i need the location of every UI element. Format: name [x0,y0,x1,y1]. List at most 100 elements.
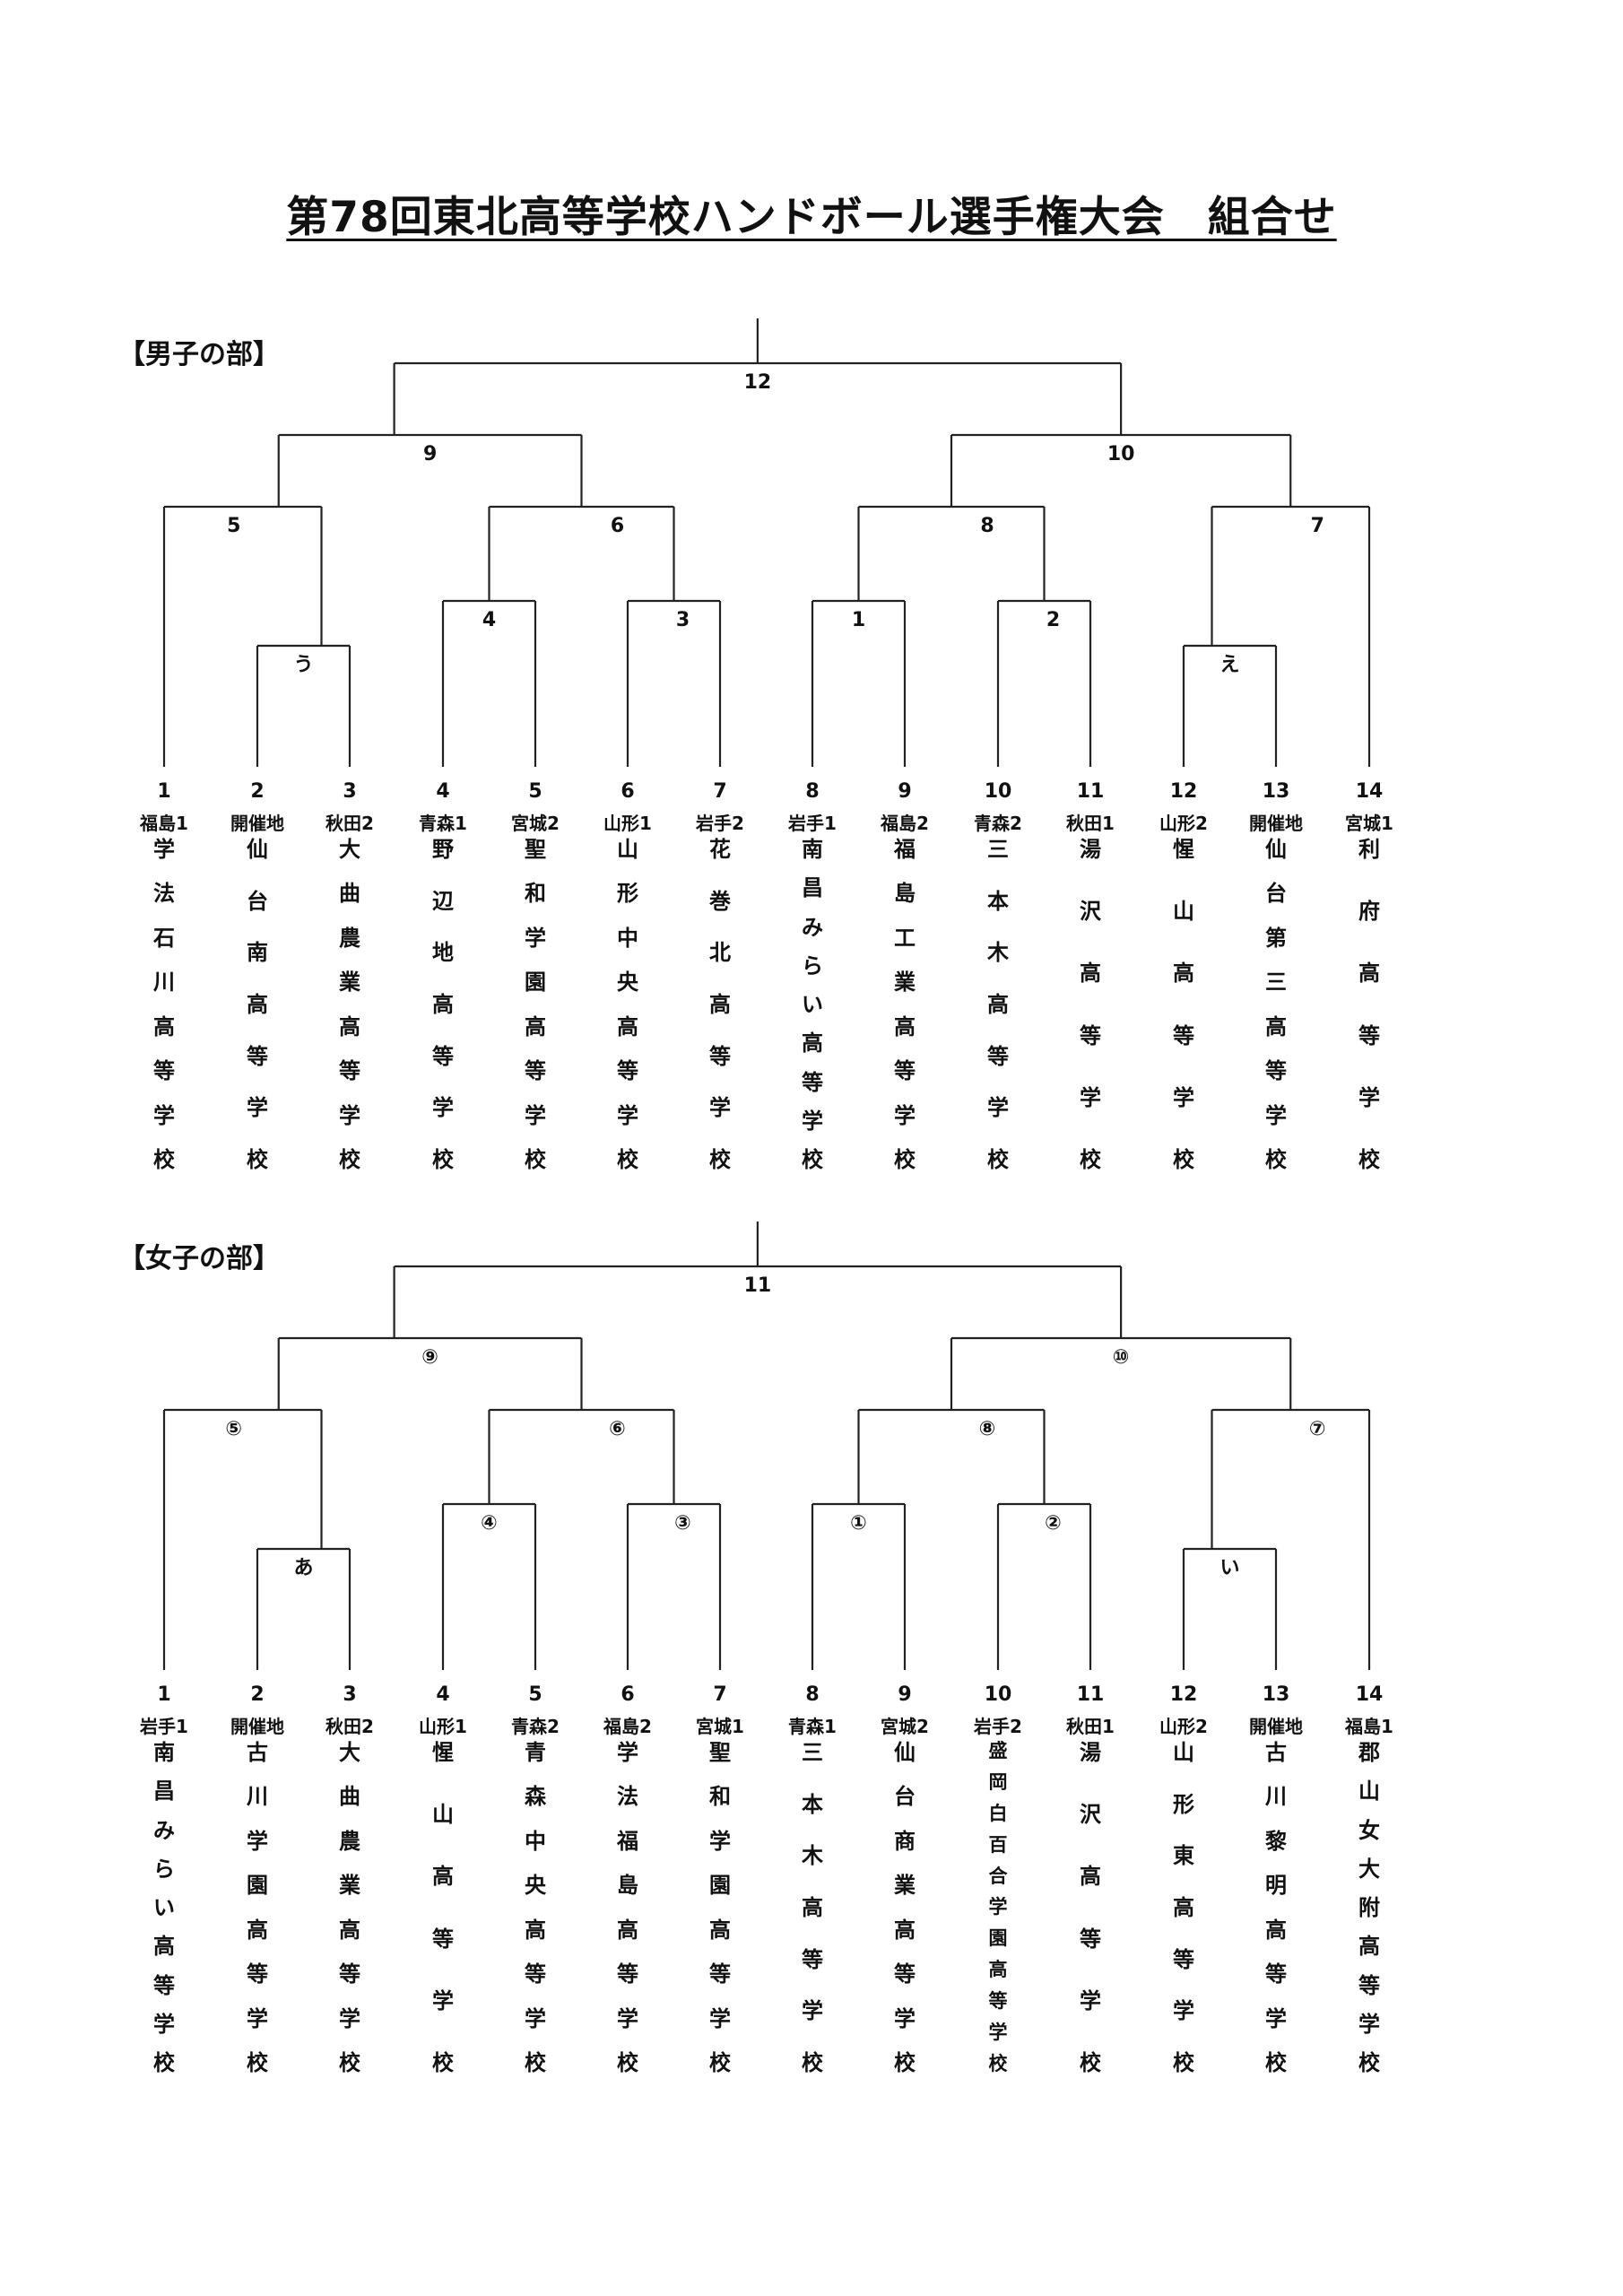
school-name: 湯沢高等学校 [1080,837,1101,1172]
draw-number: 8 [805,780,820,803]
draw-number: 14 [1355,780,1384,803]
prefecture-seed: 山形2 [1159,813,1208,834]
school-name: 古川学園高等学校 [247,1740,268,2075]
prefecture-seed: 開催地 [230,1716,284,1737]
prefecture-seed: 福島1 [140,813,188,834]
prefecture-seed: 岩手2 [974,1716,1022,1737]
prefecture-seed: 宮城2 [511,813,560,834]
school-name: 仙台第三高等学校 [1265,837,1287,1172]
girls-bracket-lines [162,1222,1371,1670]
school-name: 聖和学園高等学校 [709,1740,731,2075]
boys-match-label-semiR: 10 [1094,443,1149,466]
girls-match-label-r1e: ② [1026,1512,1081,1535]
girls-team-slot: 7 宮城1 聖和学園高等学校 [680,1679,760,2074]
school-name: 青森中央高等学校 [525,1740,546,2075]
prefecture-seed: 福島2 [881,813,929,834]
prefecture-seed: 宮城2 [881,1716,929,1737]
school-name: 大曲農業高等学校 [339,837,360,1172]
draw-number: 12 [1169,1683,1198,1706]
draw-number: 8 [805,1683,820,1706]
girls-match-label-q7: ⑦ [1290,1418,1345,1441]
draw-number: 10 [984,1683,1012,1706]
page-title: 第78回東北高等学校ハンドボール選手権大会 組合せ [286,193,1337,242]
prefecture-seed: 岩手1 [140,1716,188,1737]
prefecture-seed: 宮城1 [696,1716,744,1737]
school-name: 学法福島高等学校 [617,1740,638,2075]
draw-number: 3 [343,780,357,803]
draw-number: 11 [1076,780,1105,803]
prefecture-seed: 青森1 [788,1716,837,1737]
girls-match-label-r1c: ③ [655,1512,710,1535]
draw-number: 9 [898,780,912,803]
boys-match-label-r1a: う [276,654,331,677]
boys-bracket-lines [162,318,1371,767]
boys-team-slot: 8 岩手1 南昌みらい高等学校 [772,776,853,1170]
prefecture-seed: 福島1 [1345,1716,1393,1737]
draw-number: 6 [621,1683,635,1706]
boys-match-label-semiL: 9 [403,443,457,466]
school-name: 花巻北高等学校 [709,837,731,1172]
girls-match-label-r1f: い [1202,1557,1257,1580]
girls-match-label-q5: ⑤ [206,1418,261,1441]
school-name: 三本木高等学校 [987,837,1009,1172]
school-name: 惺山高等学校 [1173,837,1194,1172]
boys-team-slot: 3 秋田2 大曲農業高等学校 [309,776,390,1170]
prefecture-seed: 秋田1 [1066,813,1115,834]
boys-match-label-final: 12 [730,371,785,395]
draw-number: 12 [1169,780,1198,803]
school-name: 古川黎明高等学校 [1265,1740,1287,2075]
prefecture-seed: 秋田2 [325,813,374,834]
prefecture-seed: 開催地 [1249,1716,1303,1737]
girls-match-label-r1a: あ [276,1557,331,1580]
school-name: 惺山高等学校 [432,1740,454,2075]
boys-match-label-r1b: 4 [462,609,516,632]
school-name: 南昌みらい高等学校 [802,837,823,1172]
school-name: 郡山女大附高等学校 [1358,1740,1380,2075]
draw-number: 7 [713,1683,727,1706]
school-name: 大曲農業高等学校 [339,1740,360,2075]
girls-match-label-final: 11 [730,1274,785,1298]
prefecture-seed: 岩手1 [788,813,837,834]
school-name: 南昌みらい高等学校 [153,1740,175,2075]
prefecture-seed: 開催地 [230,813,284,834]
school-name: 山形東高等学校 [1173,1740,1194,2075]
draw-number: 4 [436,780,450,803]
draw-number: 2 [250,780,265,803]
school-name: 三本木高等学校 [802,1740,823,2075]
boys-match-label-r1d: 1 [831,609,886,632]
school-name: 学法石川高等学校 [153,837,175,1172]
prefecture-seed: 青森1 [419,813,467,834]
school-name: 山形中央高等学校 [617,837,638,1172]
school-name: 湯沢高等学校 [1080,1740,1101,2075]
girls-match-label-r1d: ① [831,1512,886,1535]
prefecture-seed: 山形2 [1159,1716,1208,1737]
girls-match-label-r1b: ④ [462,1512,516,1535]
school-name: 仙台商業高等学校 [894,1740,916,2075]
prefecture-seed: 山形1 [419,1716,467,1737]
prefecture-seed: 青森2 [974,813,1022,834]
prefecture-seed: 秋田2 [325,1716,374,1737]
boys-team-slot: 11 秋田1 湯沢高等学校 [1050,776,1131,1170]
girls-team-slot: 8 青森1 三本木高等学校 [772,1679,853,2074]
prefecture-seed: 岩手2 [696,813,744,834]
draw-number: 13 [1262,1683,1290,1706]
girls-team-slot: 13 開催地古川黎明高等学校 [1236,1679,1316,2074]
